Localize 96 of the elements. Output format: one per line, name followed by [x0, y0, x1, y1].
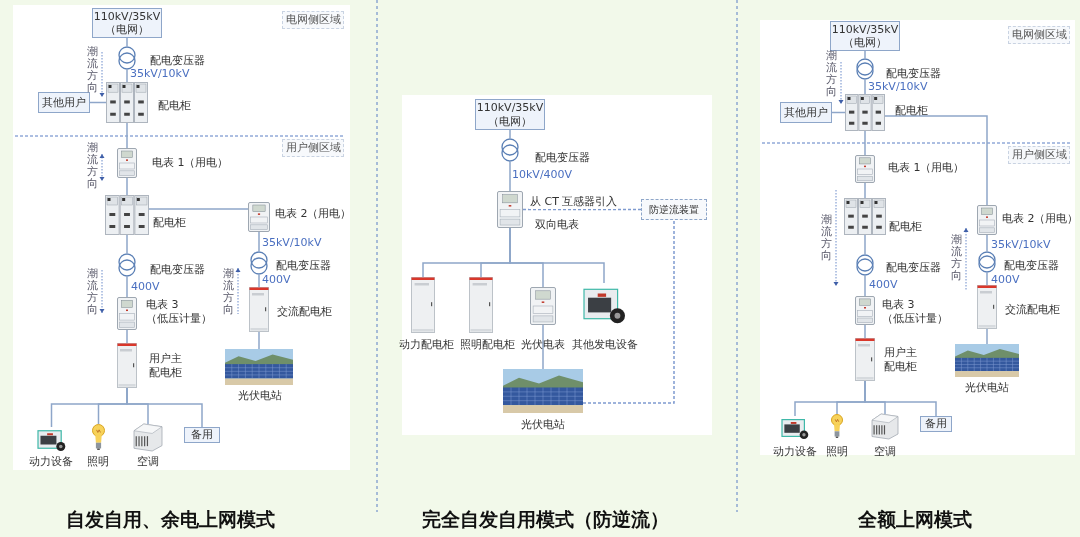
- flow-direction-label: 潮流方向: [87, 268, 98, 317]
- connection-line: [126, 387, 203, 428]
- flow-direction-label: 潮流方向: [87, 142, 98, 191]
- region-tag: 电网侧区域: [1008, 26, 1070, 44]
- text-box: 110kV/35kV（电网）: [475, 99, 545, 130]
- device-label: 配电变压器: [535, 151, 590, 165]
- connection-line: [258, 274, 260, 288]
- text-box: 其他用户: [780, 102, 832, 123]
- device-label: 其他发电设备: [572, 338, 638, 352]
- device-label: 用户主配电柜: [884, 346, 918, 374]
- voltage-label: 35kV/10kV: [130, 67, 190, 80]
- flow-direction-label: 潮流方向: [826, 50, 837, 99]
- device-label: 照明: [87, 455, 109, 469]
- connection-line: [986, 272, 988, 286]
- voltage-label: 35kV/10kV: [262, 236, 322, 249]
- connection-line: [126, 177, 128, 196]
- device-label: 配电变压器: [886, 261, 941, 275]
- connection-line: [864, 275, 866, 297]
- device-label: 电表 1（用电）: [888, 161, 965, 175]
- voltage-label: 400V: [991, 273, 1020, 286]
- flow-direction-label: 潮流方向: [951, 234, 962, 283]
- voltage-label: 35kV/10kV: [991, 238, 1051, 251]
- device-label: 配电变压器: [150, 263, 205, 277]
- connection-line: [864, 182, 866, 199]
- device-label: 配电变压器: [1004, 259, 1059, 273]
- device-label: 空调: [874, 445, 896, 459]
- connection-line: [864, 324, 866, 339]
- voltage-label: 10kV/400V: [512, 168, 573, 181]
- mode-title: 完全自发自用模式（防逆流）: [421, 507, 669, 532]
- device-label: 光伏电站: [521, 418, 565, 432]
- flow-direction-label: 潮流方向: [87, 46, 98, 95]
- device-label: 配电变压器: [276, 259, 331, 273]
- voltage-label: 400V: [869, 278, 898, 291]
- connection-line: [864, 380, 937, 417]
- device-label: 电表 2（用电）: [275, 207, 352, 221]
- text-box: 110kV/35kV（电网）: [830, 21, 900, 51]
- voltage-label: 400V: [131, 280, 160, 293]
- connection-line: [148, 208, 249, 210]
- device-label: 电表 3（低压计量）: [146, 298, 213, 326]
- text-box: 其他用户: [38, 92, 90, 113]
- flow-direction-label: 潮流方向: [821, 214, 832, 263]
- device-label: 电表 3（低压计量）: [882, 298, 949, 326]
- connection-line: [126, 122, 128, 149]
- device-label: 交流配电柜: [1005, 303, 1060, 317]
- edge-label: 从 CT 互感器引入: [529, 194, 619, 209]
- device-label: 配电柜: [153, 216, 186, 230]
- connection-line: [864, 234, 866, 255]
- device-label: 配电柜: [895, 104, 928, 118]
- connection-line: [864, 130, 866, 156]
- device-label: 照明配电柜: [460, 338, 515, 352]
- connection-line: [509, 161, 511, 192]
- device-label: 电表 1（用电）: [152, 156, 229, 170]
- region-tag: 用户侧区域: [282, 139, 344, 157]
- device-label: 用户主配电柜: [149, 352, 183, 380]
- connection-line: [986, 328, 988, 345]
- connection-line: [864, 79, 866, 95]
- connection-line: [509, 129, 511, 139]
- connection-line: [126, 329, 128, 344]
- connection-line: [884, 115, 988, 206]
- connection-line: [864, 50, 866, 59]
- text-box: 110kV/35kV（电网）: [92, 8, 162, 38]
- voltage-label: 35kV/10kV: [868, 80, 928, 93]
- text-box: 备用: [184, 427, 220, 443]
- device-label: 光伏电站: [238, 389, 282, 403]
- device-label: 动力设备: [29, 455, 73, 469]
- device-label: 动力配电柜: [399, 338, 454, 352]
- device-label: 光伏电表: [521, 338, 565, 352]
- device-label: 配电柜: [889, 220, 922, 234]
- region-tag: 用户侧区域: [1008, 146, 1070, 164]
- device-label: 配电柜: [158, 99, 191, 113]
- connection-line: [542, 324, 544, 370]
- device-label: 动力设备: [773, 445, 817, 459]
- mode-title: 自发自用、余电上网模式: [65, 507, 275, 532]
- device-label: 电表 2（用电）: [1002, 212, 1079, 226]
- connection-line: [582, 219, 675, 404]
- device-label: 交流配电柜: [277, 305, 332, 319]
- connection-line: [126, 276, 128, 298]
- region-tag: 电网侧区域: [282, 11, 344, 29]
- connection-line: [126, 234, 128, 254]
- device-label: 双向电表: [535, 218, 579, 232]
- device-label: 光伏电站: [965, 381, 1009, 395]
- device-label: 空调: [137, 455, 159, 469]
- device-label: 照明: [826, 445, 848, 459]
- connection-line: [126, 37, 128, 47]
- text-box: 备用: [920, 416, 952, 432]
- flow-direction-label: 潮流方向: [223, 268, 234, 317]
- device-label: 配电变压器: [150, 54, 205, 68]
- connection-line: [258, 231, 260, 252]
- connection-line: [258, 331, 260, 350]
- mode-title: 全额上网模式: [858, 507, 972, 532]
- device-label: 配电变压器: [886, 67, 941, 81]
- connection-line: [126, 69, 128, 83]
- connection-line: [986, 234, 988, 252]
- connection-line: [522, 208, 642, 211]
- device-box: 防逆流装置: [641, 199, 707, 220]
- voltage-label: 400V: [262, 273, 291, 286]
